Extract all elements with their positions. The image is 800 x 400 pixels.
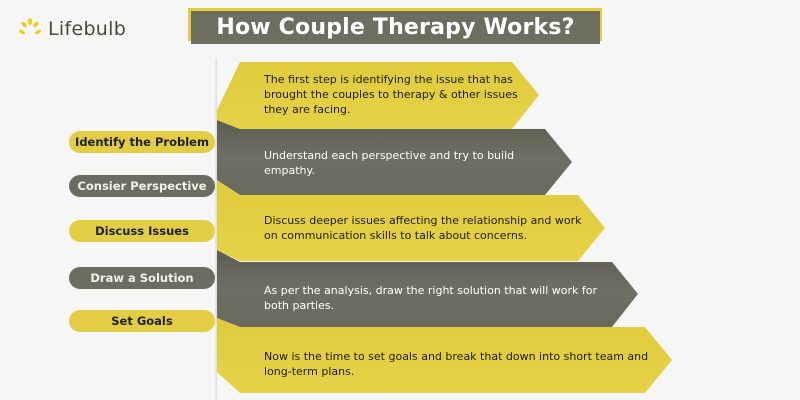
step-description-3: Discuss deeper issues affecting the rela… bbox=[264, 214, 582, 242]
step-description-5: Now is the time to set goals and break t… bbox=[264, 350, 649, 378]
step-description-4: As per the analysis, draw the right solu… bbox=[264, 284, 598, 312]
title-banner: How Couple Therapy Works? bbox=[188, 8, 602, 44]
step-pill-set-goals[interactable]: Set Goals bbox=[69, 310, 215, 332]
step-arrow-4 bbox=[217, 250, 638, 327]
step-pill-identify-problem[interactable]: Identify the Problem bbox=[69, 131, 215, 153]
step-arrow-5 bbox=[217, 318, 672, 393]
step-arrow-2 bbox=[217, 120, 572, 195]
brand-name: Lifebulb bbox=[48, 18, 127, 40]
step-pill-discuss-issues[interactable]: Discuss Issues bbox=[69, 220, 215, 242]
step-arrow-3 bbox=[217, 180, 605, 261]
step-description-1: The first step is identifying the issue … bbox=[264, 73, 518, 116]
sun-leaf-logo-icon bbox=[18, 18, 42, 35]
spine-divider bbox=[213, 58, 217, 400]
brand-logo[interactable]: Lifebulb bbox=[18, 17, 126, 41]
page-title: How Couple Therapy Works? bbox=[191, 11, 600, 44]
step-description-2: Understand each perspective and try to b… bbox=[264, 149, 515, 177]
step-arrow-1 bbox=[217, 62, 539, 129]
step-pill-draw-solution[interactable]: Draw a Solution bbox=[69, 267, 215, 289]
step-pill-consider-perspective[interactable]: Consier Perspective bbox=[69, 175, 215, 197]
